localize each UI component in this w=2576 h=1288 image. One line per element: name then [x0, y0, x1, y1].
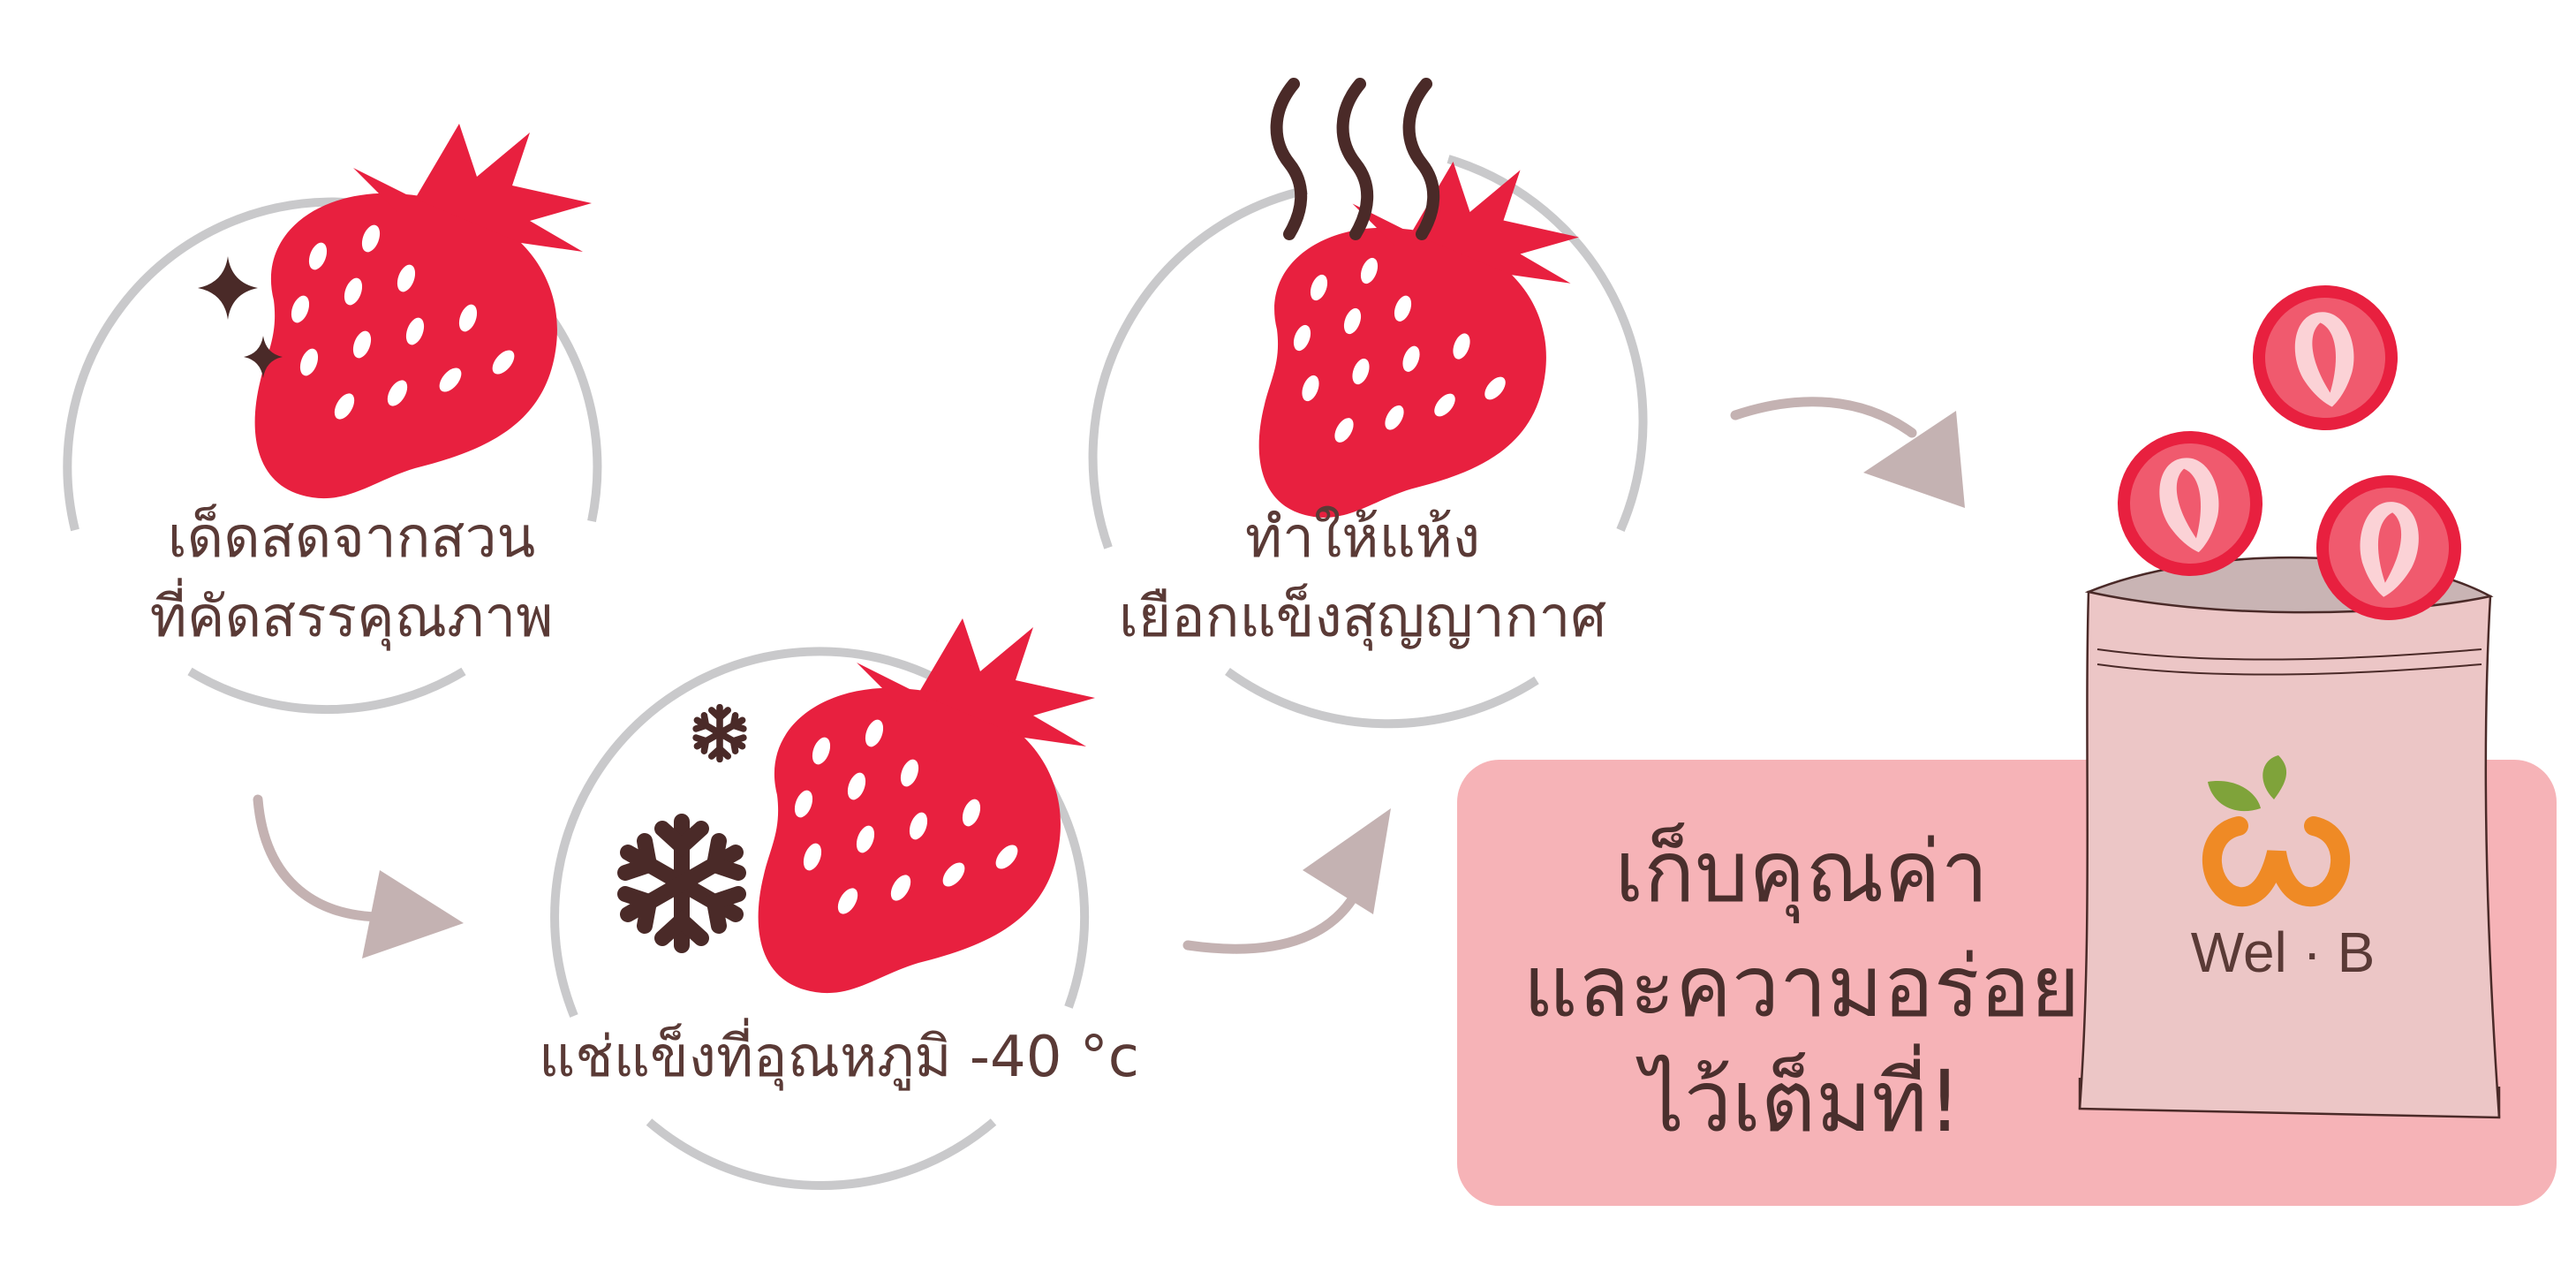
strawberry-icon	[1258, 161, 1579, 518]
sparkle-icon	[198, 256, 258, 320]
arrow-pick-to-freeze	[253, 794, 464, 958]
callout-line: และความอร่อย	[1523, 937, 2081, 1036]
snowflake-icon	[696, 708, 744, 760]
step-circle-bottom	[1225, 667, 1539, 729]
leaf-icon	[2262, 755, 2287, 799]
step-dry: ทำให้แห้ง เยือกแข็งสุญญากาศ	[1088, 78, 1648, 729]
brand-logo: Wel · B	[2191, 755, 2376, 984]
arrow-dry-to-bag	[1730, 397, 1965, 508]
leaf-icon	[2208, 781, 2261, 812]
arrow-freeze-to-dry	[1182, 808, 1391, 954]
callout-line: เก็บคุณค่า	[1614, 822, 1988, 924]
step-circle-bottom	[646, 1118, 997, 1191]
step-label-line: ที่คัดสรรคุณภาพ	[150, 578, 554, 651]
snowflake-icon	[625, 822, 738, 945]
step-circle	[63, 197, 602, 532]
step-freeze: แช่แข็งที่อุณหภูมิ -40 °c	[539, 618, 1139, 1191]
step-pick: เด็ดสดจากสวน ที่คัดสรรคุณภาพ	[63, 124, 602, 715]
apple-w-icon	[2202, 816, 2351, 907]
step-circle-bottom	[187, 667, 466, 715]
steam-icon	[1270, 78, 1440, 240]
step-label-line: ทำให้แห้ง	[1245, 505, 1480, 571]
strawberry-slice-icon	[2243, 276, 2407, 440]
step-label-line: แช่แข็งที่อุณหภูมิ -40 °c	[539, 1018, 1139, 1091]
brand-name: Wel · B	[2191, 921, 2376, 984]
bag-icon	[2078, 557, 2501, 1119]
callout-line: ไว้เต็มที่!	[1635, 1043, 1961, 1151]
step-label-line: เด็ดสดจากสวน	[168, 504, 536, 571]
step-label-line: เยือกแข็งสุญญากาศ	[1119, 584, 1606, 651]
strawberry-icon	[254, 124, 592, 499]
sparkle-icon	[244, 336, 283, 378]
step-circle	[1088, 186, 1309, 549]
step-circle	[550, 647, 1090, 1018]
